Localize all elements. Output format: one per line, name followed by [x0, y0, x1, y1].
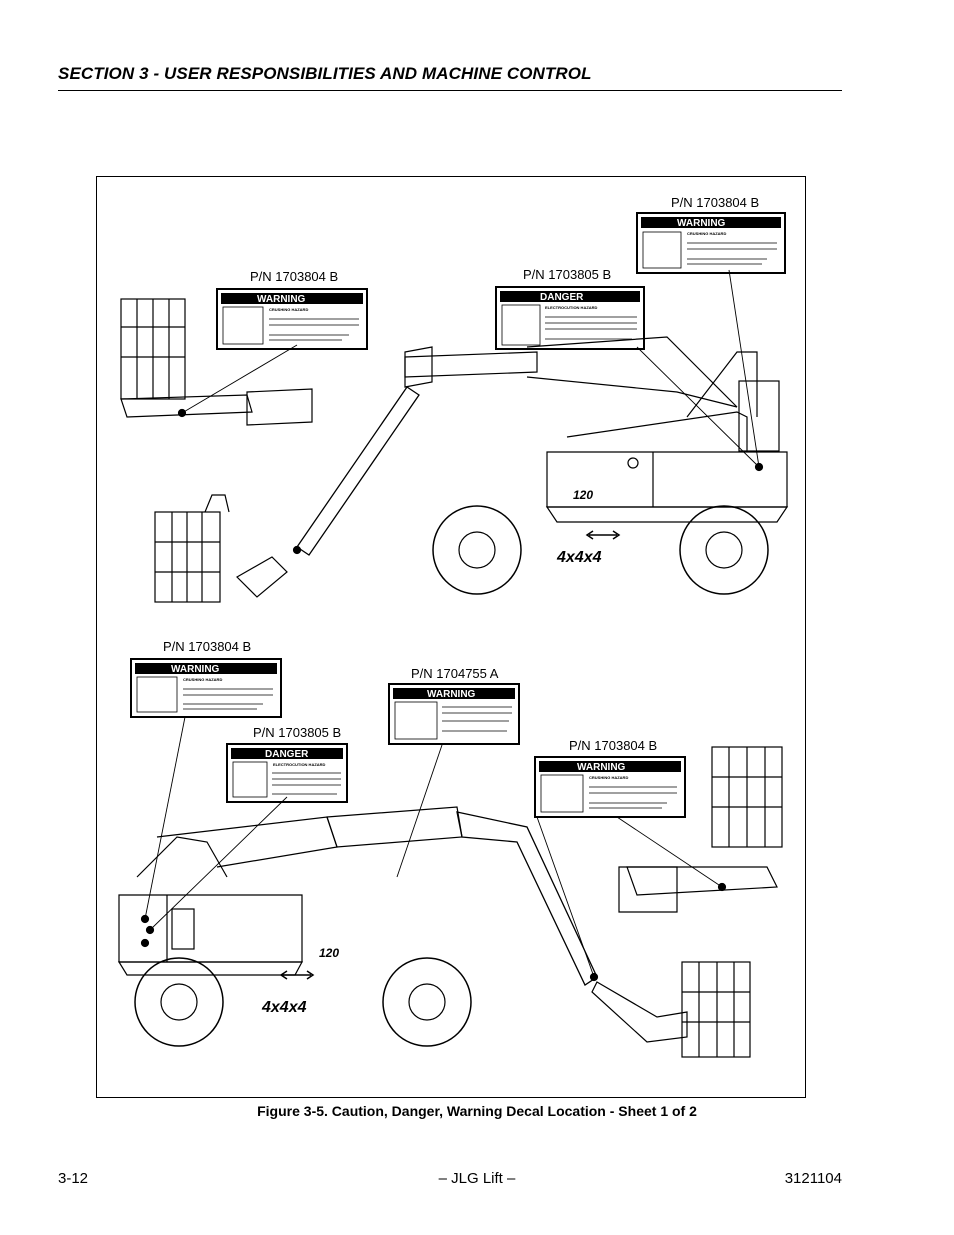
- bottom-drive-label: 4x4x4: [261, 999, 307, 1016]
- decal-7-middle-right: P/N 1703804 B WARNING CRUSHING HAZARD: [534, 738, 686, 818]
- top-machine-illustration: 120 4x4x4: [120, 298, 789, 603]
- decal-6-hazard: ELECTROCUTION HAZARD: [273, 762, 326, 767]
- bottom-model-label: 120: [319, 946, 339, 960]
- decal-1-top-right: P/N 1703804 B WARNING CRUSHING HAZARD: [636, 195, 786, 274]
- decal-3-top-left: P/N 1703804 B WARNING CRUSHING HAZARD: [216, 269, 368, 350]
- bottom-machine-illustration: 120 4x4x4: [117, 746, 783, 1058]
- decal-1-hazard: CRUSHING HAZARD: [687, 231, 726, 236]
- decal-5-middle-center: P/N 1704755 A WARNING: [388, 666, 520, 745]
- top-model-label: 120: [573, 488, 593, 502]
- leader-lines: [144, 269, 760, 978]
- decal-6-middle-lower: P/N 1703805 B DANGER ELECTROCUTION HAZAR…: [226, 725, 348, 803]
- decal-3-type: WARNING: [257, 294, 306, 305]
- decal-5-part-number: P/N 1704755 A: [411, 666, 499, 681]
- header-rule: [58, 90, 842, 91]
- figure-frame: 120 4x4x4: [96, 176, 806, 1098]
- document-number: 3121104: [784, 1170, 842, 1187]
- footer-center-text: – JLG Lift –: [438, 1170, 516, 1187]
- decal-5-type: WARNING: [427, 689, 476, 700]
- decal-7-hazard: CRUSHING HAZARD: [589, 775, 628, 780]
- decal-2-type: DANGER: [540, 292, 584, 303]
- decal-4-type: WARNING: [171, 664, 220, 675]
- top-drive-label: 4x4x4: [556, 549, 602, 566]
- decal-7-type: WARNING: [577, 762, 626, 773]
- decal-4-part-number: P/N 1703804 B: [163, 639, 251, 654]
- decal-3-part-number: P/N 1703804 B: [250, 269, 338, 284]
- decal-2-top-center: P/N 1703805 B DANGER ELECTROCUTION HAZAR…: [495, 267, 645, 350]
- section-title: SECTION 3 - USER RESPONSIBILITIES AND MA…: [58, 64, 592, 83]
- decal-1-type: WARNING: [677, 218, 726, 229]
- decal-4-hazard: CRUSHING HAZARD: [183, 677, 222, 682]
- decal-location-diagram: 120 4x4x4: [117, 195, 789, 1058]
- figure-caption: Figure 3-5. Caution, Danger, Warning Dec…: [257, 1103, 697, 1119]
- decal-1-part-number: P/N 1703804 B: [671, 195, 759, 210]
- decal-3-hazard: CRUSHING HAZARD: [269, 307, 308, 312]
- decal-6-part-number: P/N 1703805 B: [253, 725, 341, 740]
- decal-2-hazard: ELECTROCUTION HAZARD: [545, 305, 598, 310]
- decal-6-type: DANGER: [265, 749, 309, 760]
- decal-7-part-number: P/N 1703804 B: [569, 738, 657, 753]
- decal-4-middle-left: P/N 1703804 B WARNING CRUSHING HAZARD: [130, 639, 282, 718]
- page-number: 3-12: [58, 1170, 89, 1187]
- decal-2-part-number: P/N 1703805 B: [523, 267, 611, 282]
